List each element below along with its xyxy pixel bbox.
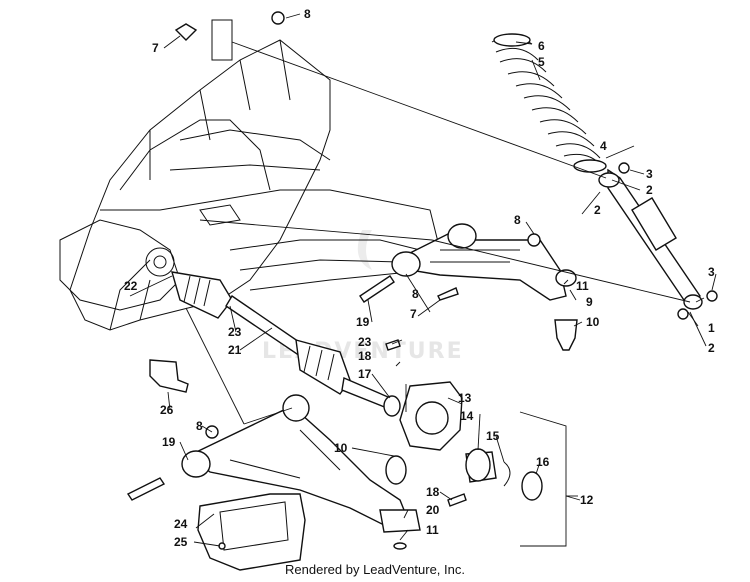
callout-8: 8 <box>304 7 311 21</box>
callout-11: 11 <box>426 523 439 537</box>
drive-axle <box>171 271 401 417</box>
steering-knuckle <box>399 381 543 501</box>
callout-7: 7 <box>410 307 417 321</box>
callout-leaders <box>129 13 717 547</box>
callout-11: 11 <box>576 279 589 293</box>
callout-2: 2 <box>646 183 653 197</box>
callout-18: 18 <box>426 485 440 499</box>
skid-plate <box>197 493 306 571</box>
callout-23: 23 <box>228 325 242 339</box>
footer-credit: Rendered by LeadVenture, Inc. <box>285 562 465 577</box>
callout-23: 23 <box>358 335 372 349</box>
callout-25: 25 <box>174 535 188 549</box>
coil-spring <box>491 33 607 173</box>
callout-13: 13 <box>458 391 472 405</box>
callout-12: 12 <box>580 493 594 507</box>
callout-17: 17 <box>358 367 372 381</box>
callout-6: 6 <box>538 39 545 53</box>
callout-24: 24 <box>174 517 188 531</box>
callout-8: 8 <box>196 419 203 433</box>
callout-1: 1 <box>708 321 715 335</box>
callout-labels: 8 7 6 5 4 3 2 2 8 3 11 9 10 1 2 22 8 7 1… <box>124 7 715 549</box>
reference-lines <box>185 41 691 547</box>
callout-5: 5 <box>538 55 545 69</box>
callout-3: 3 <box>708 265 715 279</box>
frame-and-engine <box>59 19 441 331</box>
callout-8: 8 <box>514 213 521 227</box>
shock-absorber <box>598 162 718 320</box>
callout-19: 19 <box>162 435 176 449</box>
lower-a-arm <box>181 394 421 533</box>
callout-9: 9 <box>586 295 593 309</box>
callout-26: 26 <box>160 403 174 417</box>
upper-ball-joint <box>554 319 578 351</box>
callout-19: 19 <box>356 315 370 329</box>
callout-10: 10 <box>586 315 600 329</box>
callout-8: 8 <box>412 287 419 301</box>
callout-2: 2 <box>594 203 601 217</box>
callout-18: 18 <box>358 349 372 363</box>
upper-a-arm <box>391 223 577 301</box>
callout-15: 15 <box>486 429 500 443</box>
callout-3: 3 <box>646 167 653 181</box>
callout-22: 22 <box>124 279 138 293</box>
callout-7: 7 <box>152 41 159 55</box>
callout-2: 2 <box>708 341 715 355</box>
callout-14: 14 <box>460 409 474 423</box>
callout-16: 16 <box>536 455 550 469</box>
callout-20: 20 <box>426 503 440 517</box>
callout-4: 4 <box>600 139 607 153</box>
callout-21: 21 <box>228 343 242 357</box>
callout-10: 10 <box>334 441 348 455</box>
